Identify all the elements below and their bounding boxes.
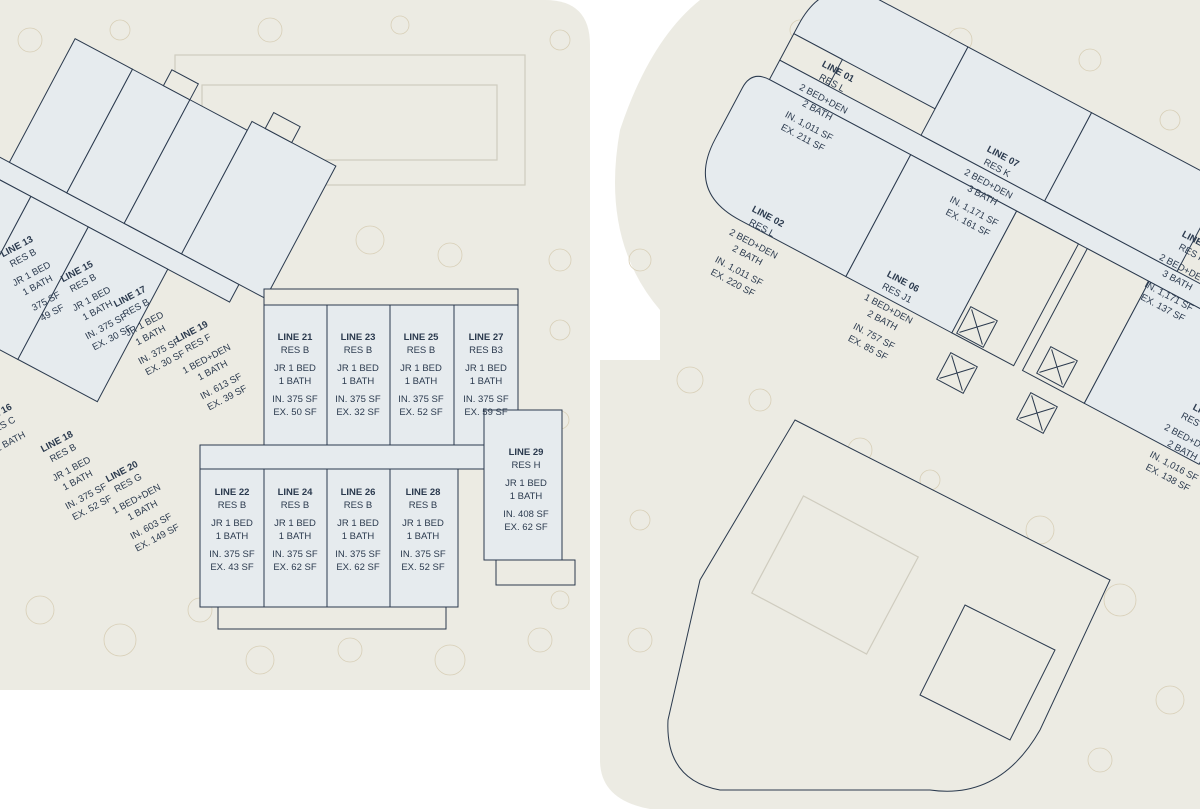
unit-bed: JR 1 BED: [465, 363, 507, 374]
unit-bed: JR 1 BED: [505, 478, 547, 489]
unit-exterior: EX. 62 SF: [273, 561, 317, 573]
unit-res: RES B: [406, 344, 436, 356]
unit-bath: 1 BATH: [341, 530, 375, 542]
unit-res: RES B: [343, 344, 373, 356]
balcony-row-north: [263, 288, 519, 306]
unit-block-line-25: [389, 304, 455, 446]
unit-block-line-19: [180, 120, 337, 300]
unit-line: LINE 23: [340, 332, 376, 343]
balcony-19: [264, 111, 301, 144]
east-cabana: [919, 604, 1056, 741]
unit-line: LINE 29: [508, 447, 544, 458]
unit-line: LINE 28: [405, 487, 441, 498]
unit-interior: IN. 375 SF: [272, 394, 318, 405]
unit-line: LINE 22: [214, 487, 250, 498]
unit-bath: 1 BATH: [215, 530, 249, 542]
unit-res: RES H: [511, 459, 541, 471]
balcony-15: [162, 69, 200, 101]
unit-line: LINE 25: [403, 332, 439, 343]
unit-block-line-23: [326, 304, 391, 446]
unit-line: LINE 24: [277, 487, 313, 498]
unit-block-line-26: [326, 468, 391, 608]
unit-bath: 1 BATH: [278, 375, 312, 387]
unit-bath: 1 BATH: [404, 375, 438, 387]
unit-block-line-02: [704, 75, 912, 278]
west-angled-wing: [0, 38, 337, 403]
unit-line: LINE 27: [468, 332, 504, 343]
unit-exterior: EX. 50 SF: [273, 406, 317, 418]
unit-block-line-20: [17, 226, 169, 403]
unit-bed: JR 1 BED: [400, 363, 442, 374]
east-pool: [750, 495, 920, 655]
unit-exterior: EX. 32 SF: [336, 406, 380, 418]
unit-exterior: EX. 52 SF: [399, 406, 443, 418]
unit-exterior: EX. 43 SF: [210, 561, 254, 573]
unit-bath: 1 BATH: [341, 375, 375, 387]
unit-res: RES B: [408, 499, 438, 511]
unit-res: RES B: [217, 499, 247, 511]
balcony-29: [495, 559, 576, 586]
elevator-shafts: [936, 306, 1078, 434]
unit-block-line-28: [389, 468, 459, 608]
unit-res: RES B: [280, 499, 310, 511]
unit-interior: IN. 375 SF: [335, 394, 381, 405]
east-building: [667, 0, 1200, 792]
west-corridor-south: [199, 444, 521, 470]
unit-bed: JR 1 BED: [402, 518, 444, 529]
unit-res: RES B: [280, 344, 310, 356]
unit-bed: JR 1 BED: [274, 363, 316, 374]
unit-block-line-16: [0, 165, 32, 330]
unit-exterior: EX. 59 SF: [464, 406, 508, 418]
unit-block-line-24: [263, 468, 328, 608]
unit-bath: 1 BATH: [509, 490, 543, 502]
unit-exterior: EX. 62 SF: [336, 561, 380, 573]
unit-bath: 1 BATH: [469, 375, 503, 387]
unit-interior: IN. 375 SF: [335, 549, 381, 560]
unit-bed: JR 1 BED: [337, 363, 379, 374]
unit-bed: JR 1 BED: [337, 518, 379, 529]
unit-line: LINE 26: [340, 487, 376, 498]
unit-interior: IN. 408 SF: [503, 509, 549, 520]
unit-block-line-11: [1083, 280, 1200, 466]
unit-res: RES B3: [469, 344, 503, 356]
unit-interior: IN. 375 SF: [398, 394, 444, 405]
east-tower: [704, 0, 1200, 466]
unit-exterior: EX. 62 SF: [504, 521, 548, 533]
unit-exterior: EX. 52 SF: [401, 561, 445, 573]
unit-line: LINE 21: [277, 332, 313, 343]
unit-block-line-13e: [1043, 112, 1200, 273]
unit-bed: JR 1 BED: [211, 518, 253, 529]
unit-bed: JR 1 BED: [274, 518, 316, 529]
unit-interior: IN. 375 SF: [463, 394, 509, 405]
unit-interior: IN. 375 SF: [400, 549, 446, 560]
unit-bath: 1 BATH: [278, 530, 312, 542]
west-straight-wing: [199, 288, 576, 630]
balcony-row-south: [217, 606, 447, 630]
unit-interior: IN. 375 SF: [209, 549, 255, 560]
unit-bath: 1 BATH: [406, 530, 440, 542]
unit-block-line-21: [263, 304, 328, 446]
unit-interior: IN. 375 SF: [272, 549, 318, 560]
unit-block-line-01: [793, 0, 969, 110]
unit-res: RES B: [343, 499, 373, 511]
